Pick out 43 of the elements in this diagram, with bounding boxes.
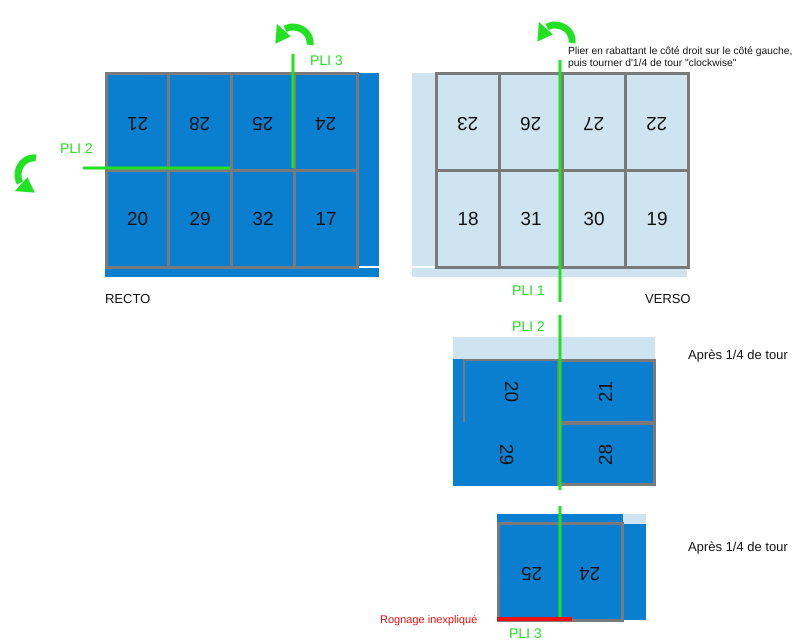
caption-text: Après 1/4 de tour bbox=[688, 347, 788, 363]
page-number: 24 bbox=[315, 112, 337, 132]
page-number: 22 bbox=[646, 112, 668, 132]
page-panel bbox=[557, 422, 656, 486]
page-number: 32 bbox=[252, 210, 274, 228]
page-number: 27 bbox=[583, 112, 605, 132]
page-panel bbox=[293, 72, 359, 172]
page-number: 29 bbox=[189, 210, 211, 228]
page-number: 21 bbox=[126, 112, 148, 132]
page-number: 19 bbox=[646, 210, 668, 228]
fold-label: PLI 3 bbox=[310, 52, 343, 69]
page-number: 29 bbox=[496, 443, 516, 465]
fold-label: PLI 3 bbox=[509, 625, 542, 640]
page-panel bbox=[453, 422, 559, 486]
page-number: 28 bbox=[597, 443, 616, 465]
page-number: 26 bbox=[520, 112, 542, 132]
page-number: 23 bbox=[457, 112, 479, 132]
page-number: 30 bbox=[583, 210, 605, 228]
page-panel bbox=[435, 169, 501, 269]
fold-label: PLI 2 bbox=[60, 140, 93, 157]
page-panel bbox=[463, 359, 559, 424]
page-number: 24 bbox=[579, 562, 601, 582]
page-number: 21 bbox=[597, 380, 616, 402]
fold-label: PLI 1 bbox=[512, 282, 545, 299]
page-panel bbox=[624, 169, 690, 269]
page-number: 31 bbox=[520, 210, 542, 228]
page-number: 20 bbox=[126, 210, 148, 228]
caption-text: VERSO bbox=[645, 291, 691, 307]
page-panel bbox=[624, 72, 690, 172]
caption-text: Après 1/4 de tour bbox=[688, 539, 788, 555]
caption-text: RECTO bbox=[105, 291, 150, 307]
page-number: 17 bbox=[315, 210, 337, 228]
page-number: 25 bbox=[520, 562, 542, 582]
page-number: 18 bbox=[457, 210, 479, 228]
page-panel bbox=[435, 72, 501, 172]
instruction-note: Plier en rabattant le côté droit sur le côté gauche, puis tourner d'1/4 de tour "clockwise" bbox=[568, 46, 792, 71]
fold-label: PLI 2 bbox=[512, 318, 545, 335]
page-panel bbox=[293, 169, 359, 269]
page-panel bbox=[105, 169, 170, 269]
caption-text: Rognage inexpliqué bbox=[380, 614, 478, 628]
page-number: 28 bbox=[189, 112, 211, 132]
page-number: 20 bbox=[502, 380, 520, 402]
page-number: 25 bbox=[252, 112, 274, 132]
